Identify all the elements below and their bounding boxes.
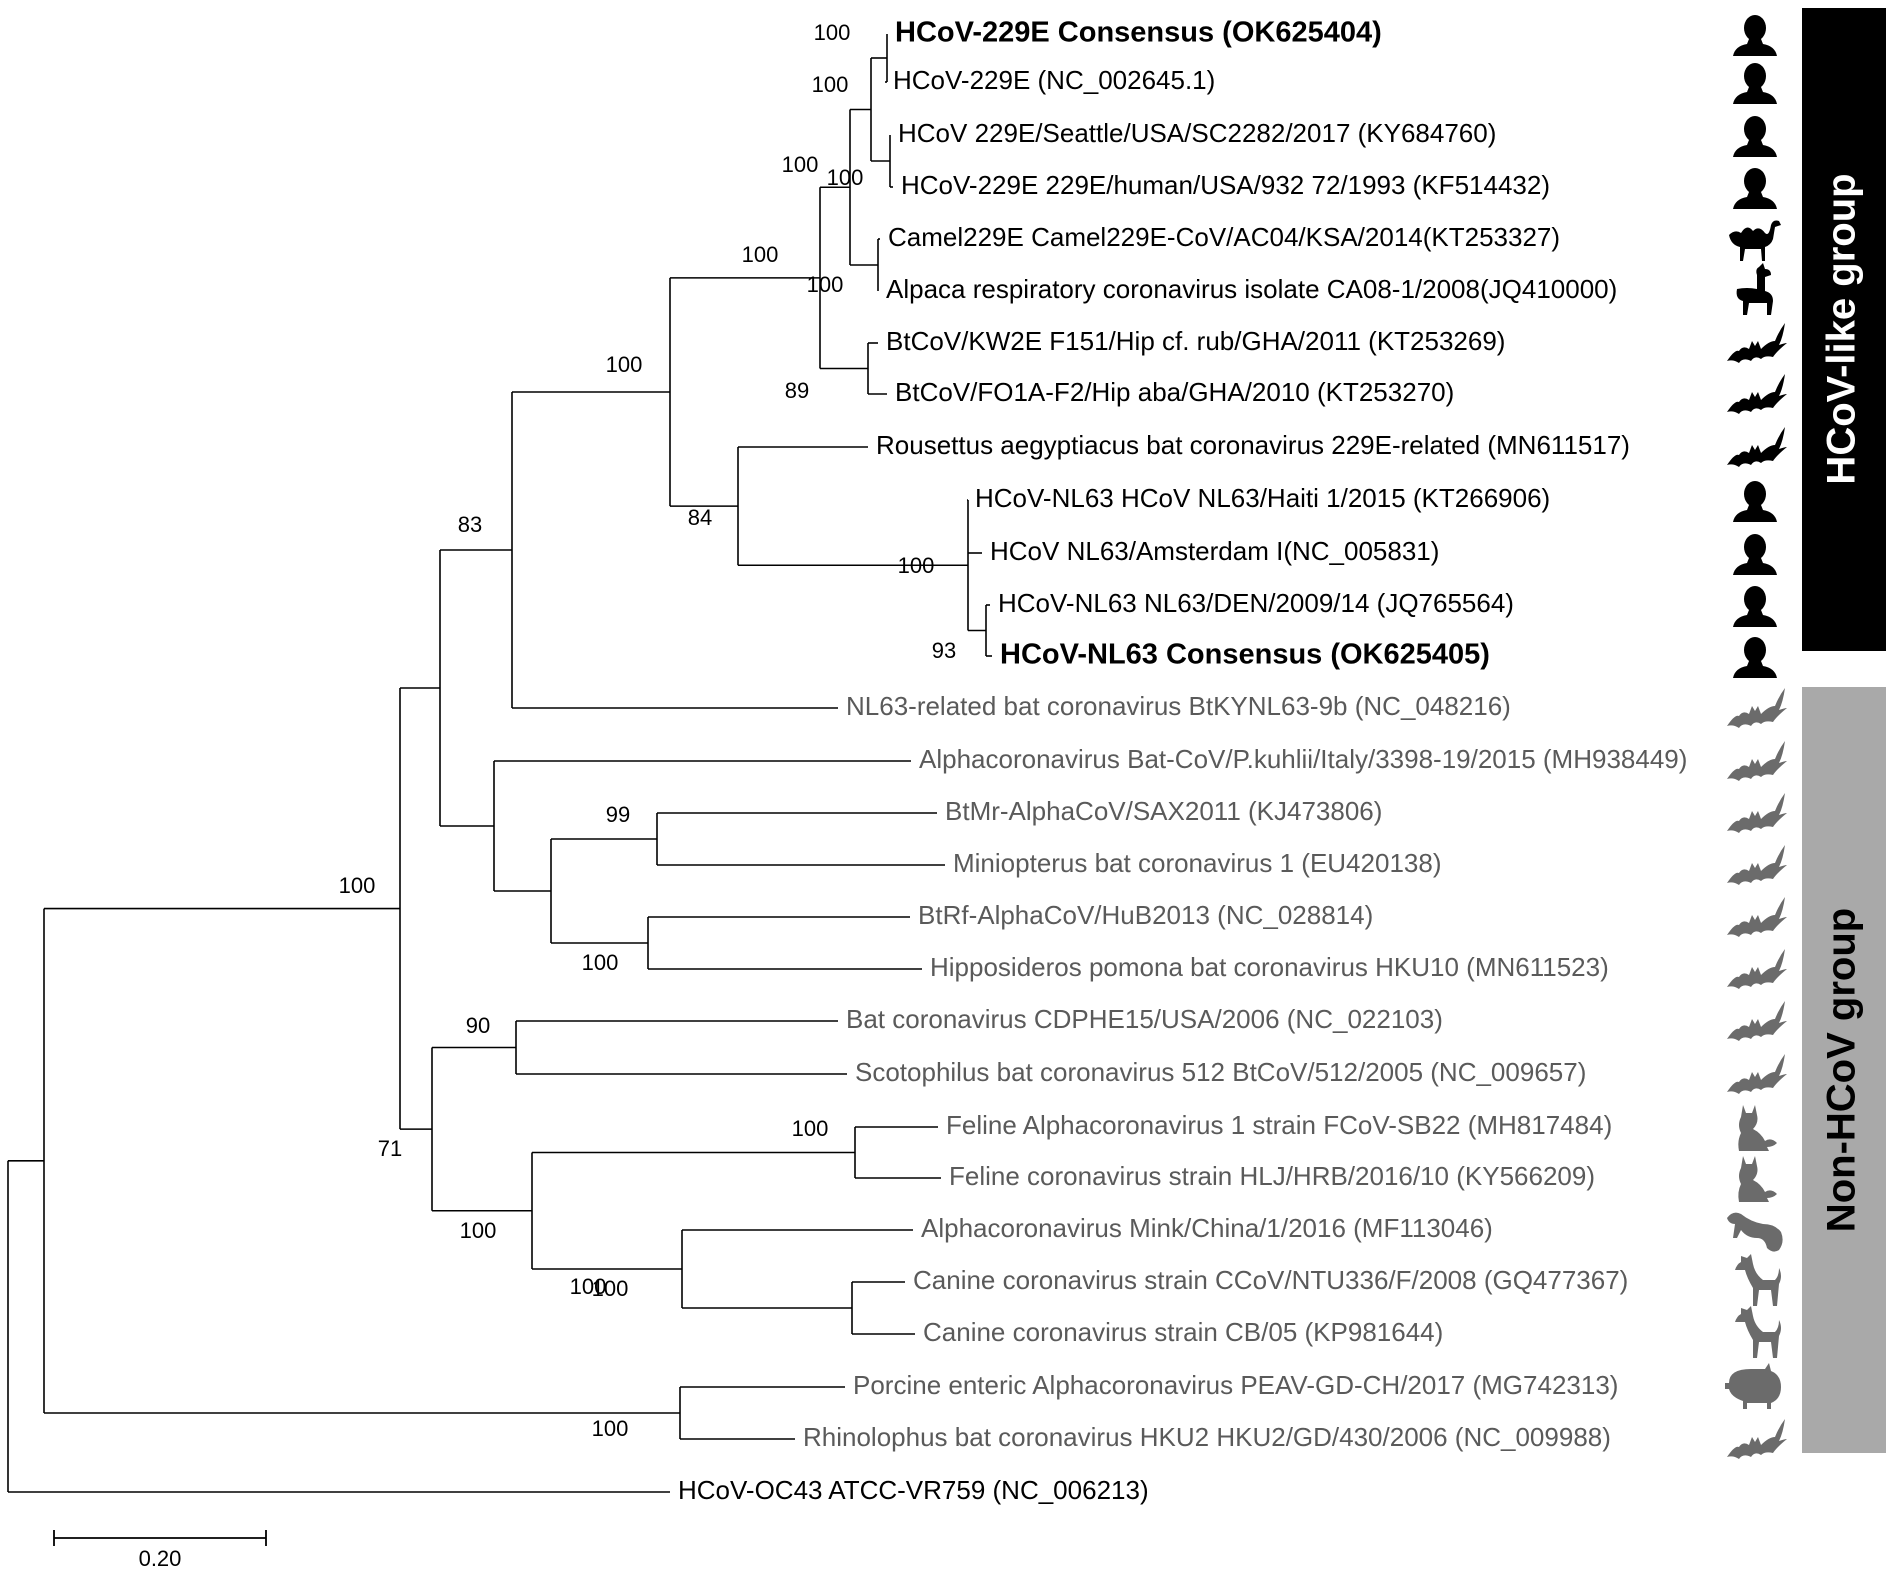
bootstrap-value: 89 <box>785 378 809 403</box>
bootstrap-value: 100 <box>827 165 864 190</box>
human-icon <box>1733 168 1777 209</box>
tip-label: HCoV-NL63 HCoV NL63/Haiti 1/2015 (KT2669… <box>975 483 1550 513</box>
bat-icon <box>1727 793 1787 833</box>
tip-label: Canine coronavirus strain CB/05 (KP98164… <box>923 1317 1443 1347</box>
tip-label: HCoV-229E Consensus (OK625404) <box>895 17 1382 49</box>
tip-label: Feline coronavirus strain HLJ/HRB/2016/1… <box>949 1161 1595 1191</box>
tip-label: Alphacoronavirus Bat-CoV/P.kuhlii/Italy/… <box>919 744 1687 774</box>
bat-icon <box>1727 897 1787 937</box>
bootstrap-value: 100 <box>782 152 819 177</box>
tip-label: Alpaca respiratory coronavirus isolate C… <box>886 274 1617 304</box>
bat-icon <box>1727 1419 1787 1459</box>
bootstrap-value: 100 <box>807 272 844 297</box>
bootstrap-value: 100 <box>460 1218 497 1243</box>
tip-label: HCoV-OC43 ATCC-VR759 (NC_006213) <box>678 1475 1149 1505</box>
tip-label: BtRf-AlphaCoV/HuB2013 (NC_028814) <box>918 900 1373 930</box>
human-icon <box>1733 481 1777 522</box>
hcov-like-group-label: HCoV-like group <box>1820 173 1864 484</box>
tip-label: Porcine enteric Alphacoronavirus PEAV-GD… <box>853 1370 1618 1400</box>
human-icon <box>1733 15 1777 56</box>
non-hcov-group-label: Non-HCoV group <box>1820 908 1864 1232</box>
tip-label: HCoV NL63/Amsterdam I(NC_005831) <box>990 536 1439 566</box>
bootstrap-value: 93 <box>932 638 956 663</box>
cat-icon <box>1738 1156 1777 1202</box>
bootstrap-value: 84 <box>688 505 712 530</box>
scale-bar-label: 0.20 <box>139 1546 182 1571</box>
tip-label: BtMr-AlphaCoV/SAX2011 (KJ473806) <box>945 796 1382 826</box>
tip-label: NL63-related bat coronavirus BtKYNL63-9b… <box>846 691 1511 721</box>
human-icon <box>1733 63 1777 104</box>
scale-bar: 0.20 <box>53 1530 267 1571</box>
tip-label: BtCoV/FO1A-F2/Hip aba/GHA/2010 (KT253270… <box>895 377 1454 407</box>
bat-icon <box>1727 741 1787 781</box>
tip-label: Scotophilus bat coronavirus 512 BtCoV/51… <box>855 1057 1586 1087</box>
tip-label: Alphacoronavirus Mink/China/1/2016 (MF11… <box>921 1213 1493 1243</box>
pig-icon <box>1725 1363 1781 1409</box>
bootstrap-value: 100 <box>812 72 849 97</box>
tip-label: Feline Alphacoronavirus 1 strain FCoV-SB… <box>946 1110 1612 1140</box>
non-hcov-group-background <box>1802 687 1886 1453</box>
bootstrap-value: 100 <box>570 1274 607 1299</box>
human-icon <box>1733 534 1777 575</box>
bootstrap-value: 90 <box>466 1013 490 1038</box>
tip-label: Rousettus aegyptiacus bat coronavirus 22… <box>876 430 1630 460</box>
bat-icon <box>1727 688 1787 728</box>
tip-label: HCoV 229E/Seattle/USA/SC2282/2017 (KY684… <box>898 118 1496 148</box>
bat-icon <box>1727 323 1787 363</box>
human-icon <box>1733 637 1777 678</box>
alpaca-icon <box>1736 263 1773 315</box>
non-hcov-group-bar: Non-HCoV group <box>1802 687 1886 1453</box>
tip-label: Miniopterus bat coronavirus 1 (EU420138) <box>953 848 1441 878</box>
bootstrap-value: 100 <box>606 352 643 377</box>
hcov-like-group-bar: HCoV-like group <box>1802 8 1886 651</box>
dog-icon <box>1735 1306 1781 1358</box>
tip-labels: HCoV-229E Consensus (OK625404) HCoV-229E … <box>678 17 1687 1505</box>
tip-label: Hipposideros pomona bat coronavirus HKU1… <box>930 952 1609 982</box>
tip-label: Camel229E Camel229E-CoV/AC04/KSA/2014(KT… <box>888 222 1560 252</box>
bootstrap-value: 100 <box>742 242 779 267</box>
hcov-like-group-background <box>1802 8 1886 651</box>
tip-label: HCoV-NL63 Consensus (OK625405) <box>1000 639 1490 671</box>
tip-label: HCoV-NL63 NL63/DEN/2009/14 (JQ765564) <box>998 588 1514 618</box>
tip-label: Canine coronavirus strain CCoV/NTU336/F/… <box>913 1265 1628 1295</box>
bootstrap-value: 71 <box>378 1136 402 1161</box>
bat-icon <box>1727 1054 1787 1094</box>
bootstrap-value: 99 <box>606 802 630 827</box>
bootstrap-value: 100 <box>592 1416 629 1441</box>
tip-label: Rhinolophus bat coronavirus HKU2 HKU2/GD… <box>803 1422 1611 1452</box>
tip-label: HCoV-229E 229E/human/USA/932 72/1993 (KF… <box>901 170 1550 200</box>
bat-icon <box>1727 1001 1787 1041</box>
tip-label: BtCoV/KW2E F151/Hip cf. rub/GHA/2011 (KT… <box>886 326 1505 356</box>
tip-label: HCoV-229E (NC_002645.1) <box>893 65 1215 95</box>
bootstrap-value: 100 <box>814 20 851 45</box>
bootstrap-value: 100 <box>592 1276 629 1301</box>
bat-icon <box>1727 374 1787 414</box>
cat-icon <box>1738 1105 1777 1151</box>
bootstrap-value: 100 <box>792 1116 829 1141</box>
dog-icon <box>1735 1254 1781 1306</box>
bootstrap-value: 100 <box>898 553 935 578</box>
bat-icon <box>1727 949 1787 989</box>
tip-label: Bat coronavirus CDPHE15/USA/2006 (NC_022… <box>846 1004 1443 1034</box>
bootstrap-value: 83 <box>458 512 482 537</box>
bootstrap-values: 1001001001001001008910084100938310099100… <box>339 20 957 1441</box>
bootstrap-value: 100 <box>582 950 619 975</box>
host-icons <box>1725 15 1787 1459</box>
human-icon <box>1733 116 1777 157</box>
bat-icon <box>1727 845 1787 885</box>
camel-icon <box>1729 220 1781 261</box>
bootstrap-value: 100 <box>339 873 376 898</box>
bat-icon <box>1727 427 1787 467</box>
human-icon <box>1733 586 1777 627</box>
tree-branches <box>7 34 992 1493</box>
mink-icon <box>1727 1212 1783 1252</box>
